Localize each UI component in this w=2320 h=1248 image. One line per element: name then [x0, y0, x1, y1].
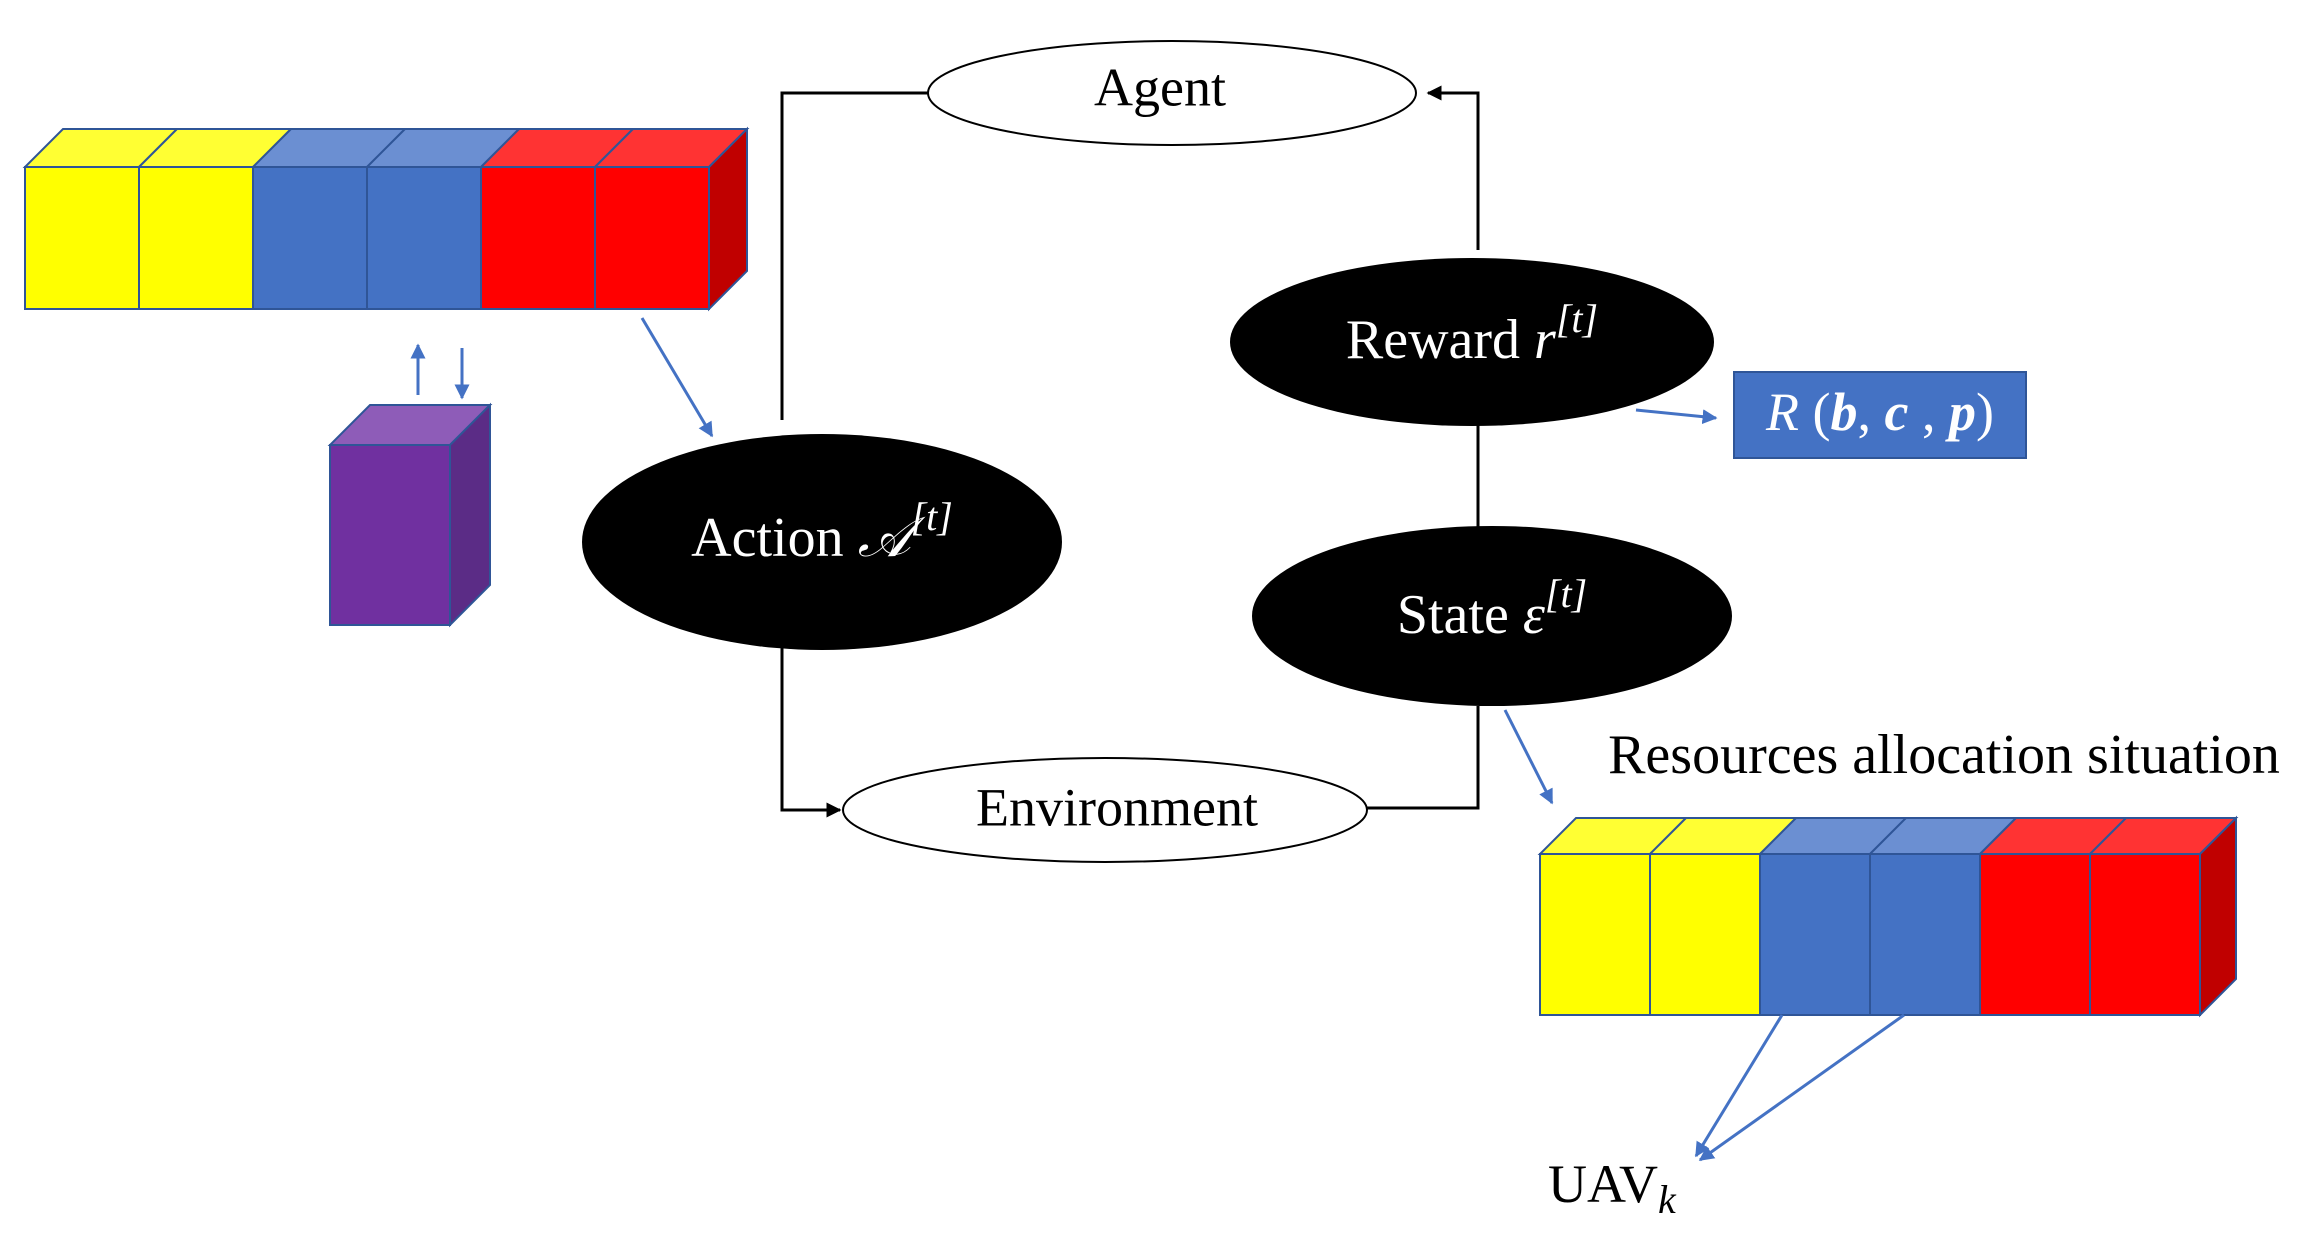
bottom-block-blue [1867, 817, 2019, 1016]
svg-text:State ε[t]: State ε[t] [1397, 571, 1587, 646]
bottom-block-red [2087, 817, 2239, 1016]
blocks-to-action-arrow [640, 317, 714, 438]
reward-function-r: R [1765, 382, 1799, 442]
environment-to-state-line [1367, 706, 1480, 810]
top-block-blue [250, 128, 408, 310]
purple-resource-block [327, 402, 493, 628]
reward-function-box: R (b, c , p) [1733, 371, 2027, 459]
bottom-block-blue [1757, 817, 1909, 1016]
block-to-uav-arrow-2 [1698, 1013, 1905, 1162]
environment-node: Environment [842, 757, 1368, 863]
uav-label: UAV [1548, 1154, 1658, 1214]
state-node: State ε[t] [1252, 526, 1732, 706]
state-superscript: [t] [1545, 571, 1587, 616]
resource-block-row-top [22, 126, 750, 312]
action-to-environment-arrow [780, 648, 842, 818]
state-symbol: ε [1523, 584, 1546, 646]
comma-1: , [1858, 382, 1885, 442]
svg-text:Action 𝒜[t]: Action 𝒜[t] [691, 494, 953, 569]
reward-label: Reward [1346, 309, 1534, 371]
top-block-blue [364, 128, 522, 310]
agent-node: Agent [927, 40, 1417, 146]
agent-to-action-line [780, 91, 930, 420]
top-block-red [592, 128, 750, 310]
reward-to-agent-arrow [1426, 85, 1480, 250]
reward-superscript: [t] [1556, 296, 1598, 341]
top-block-yellow [22, 128, 180, 310]
close-paren: ) [1976, 382, 1994, 442]
svg-text:Reward r[t]: Reward r[t] [1346, 296, 1598, 371]
svg-text:R (b, c , p): R (b, c , p) [1765, 382, 1994, 442]
bottom-block-yellow [1647, 817, 1799, 1016]
reward-function-b: b [1831, 382, 1858, 442]
uav-subscript: k [1658, 1177, 1677, 1222]
action-superscript: [t] [911, 494, 953, 539]
reward-to-function-arrow [1635, 408, 1718, 425]
action-node: Action 𝒜[t] [582, 434, 1062, 650]
reward-node: Reward r[t] [1230, 258, 1714, 426]
reward-symbol: r [1534, 309, 1556, 371]
top-block-red [478, 128, 636, 310]
state-to-blocks-arrow [1503, 709, 1554, 805]
resources-allocation-label: Resources allocation situation [1608, 724, 2280, 786]
resource-block-row-bottom [1537, 815, 2239, 1018]
comma-2: , [1908, 382, 1949, 442]
state-label: State [1397, 584, 1523, 646]
reward-function-p: p [1945, 382, 1976, 442]
reward-function-c: c [1885, 382, 1909, 442]
top-block-row-side [708, 126, 748, 312]
open-paren: ( [1799, 382, 1830, 442]
block-to-uav-arrow-1 [1694, 1014, 1784, 1158]
top-block-yellow [136, 128, 294, 310]
bottom-block-row-side [2199, 815, 2237, 1018]
action-label: Action [691, 507, 857, 569]
bottom-block-red [1977, 817, 2129, 1016]
environment-label: Environment [976, 777, 1258, 837]
svg-text:UAVk: UAVk [1548, 1154, 1677, 1222]
agent-label: Agent [1094, 57, 1226, 117]
